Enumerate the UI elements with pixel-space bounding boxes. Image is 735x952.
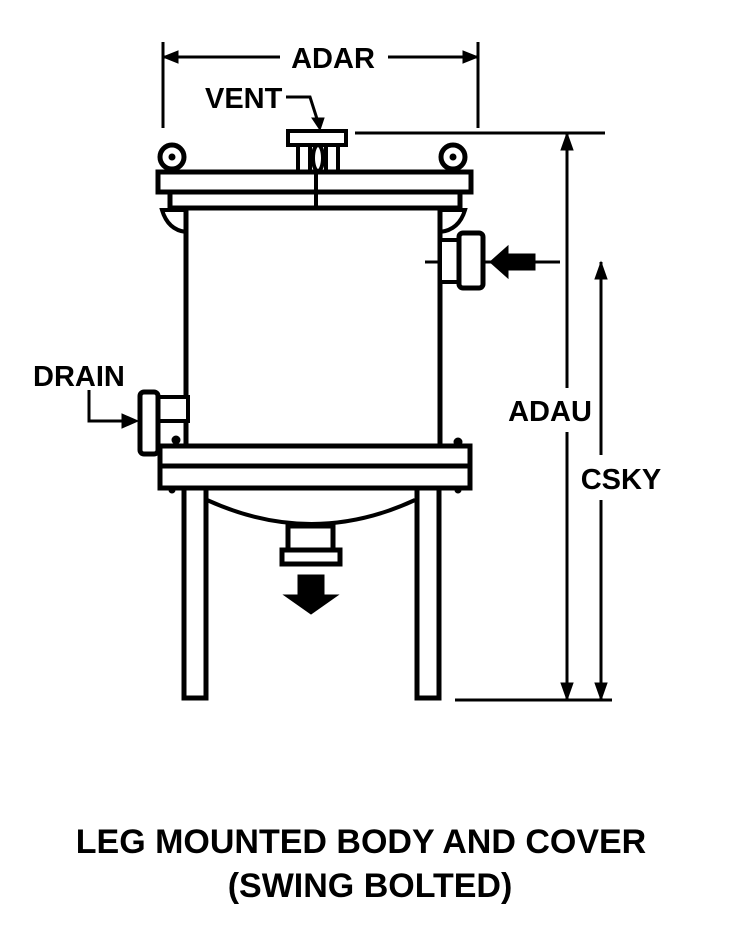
adau-label: ADAU — [508, 396, 592, 428]
vessel-body — [183, 205, 443, 451]
drain-nozzle: DRAIN — [33, 361, 190, 457]
outlet-nozzle — [285, 523, 336, 553]
leg-left — [181, 485, 209, 701]
adar-label: ADAR — [291, 43, 375, 75]
caption-line1: LEG MOUNTED BODY AND COVER — [76, 823, 646, 861]
csky-label: CSKY — [581, 464, 662, 496]
adar-dimension: ADAR — [161, 42, 480, 128]
caption-line2: (SWING BOLTED) — [228, 867, 513, 905]
outlet-arrow-icon — [282, 574, 340, 615]
inlet-nozzle — [425, 230, 560, 291]
vent-label: VENT — [205, 83, 283, 115]
drain-label: DRAIN — [33, 361, 125, 393]
vent-cap — [286, 129, 348, 147]
inlet-arrow-icon — [489, 244, 536, 280]
height-dimensions: ADAU CSKY — [355, 131, 662, 702]
bowl — [206, 498, 416, 526]
vent-callout: VENT — [205, 83, 325, 132]
leg-right — [414, 485, 442, 701]
body-flange — [157, 443, 473, 469]
